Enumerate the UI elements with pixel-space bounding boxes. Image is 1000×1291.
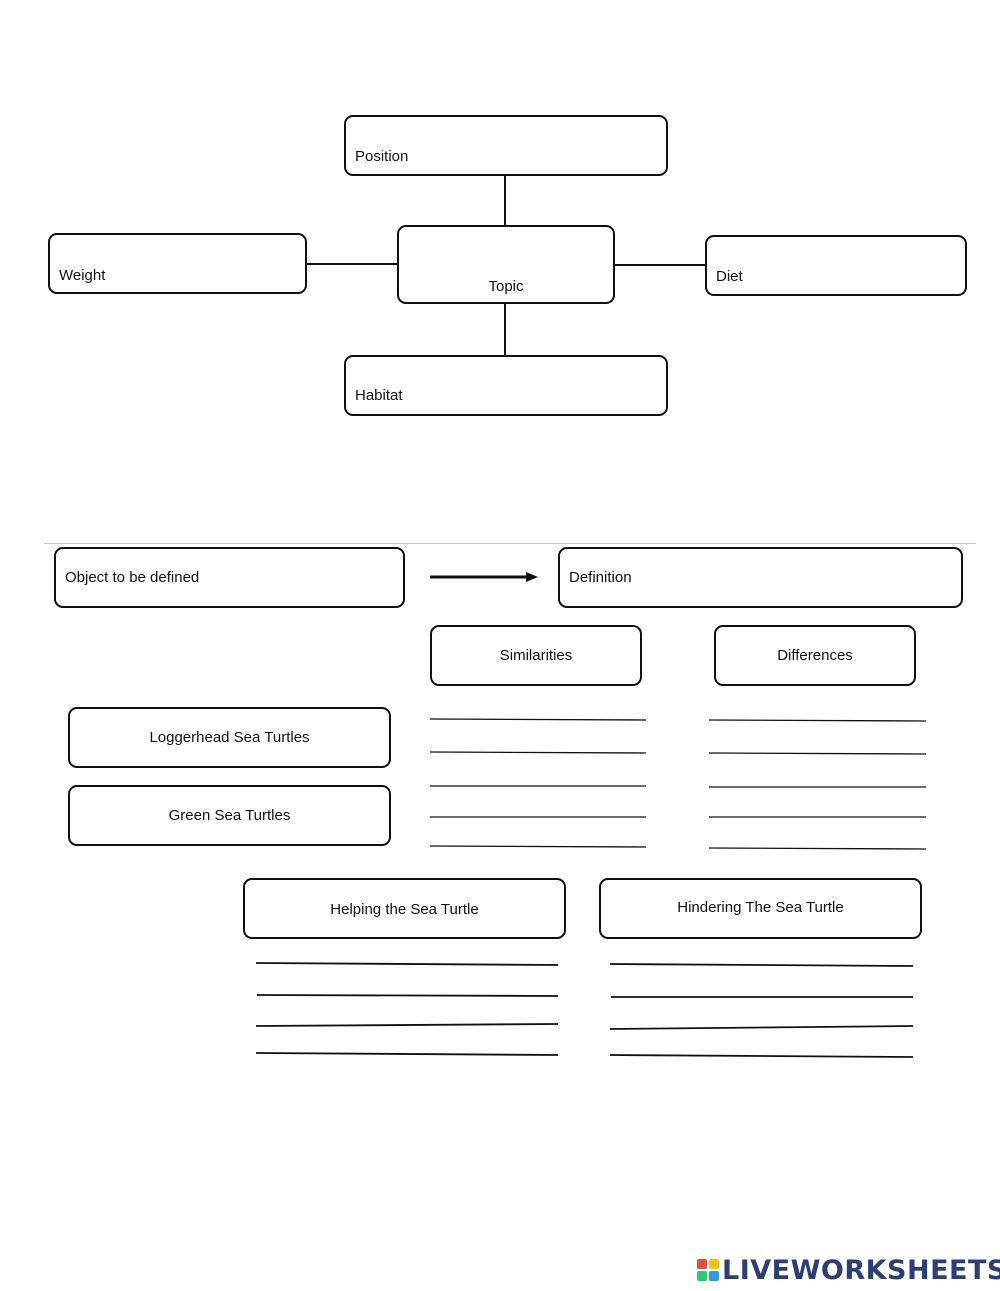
- differences-line: [708, 847, 927, 850]
- topic-label: Topic: [488, 278, 524, 295]
- connector-line: [504, 175, 506, 227]
- diet-label: Diet: [716, 268, 743, 285]
- habitat-box[interactable]: Habitat: [344, 355, 668, 416]
- helping-line: [255, 1023, 559, 1027]
- differences-label: Differences: [777, 647, 853, 664]
- position-label: Position: [355, 148, 409, 165]
- helping-label: Helping the Sea Turtle: [330, 901, 479, 918]
- hindering-label: Hindering The Sea Turtle: [677, 899, 844, 916]
- object-to-define-box[interactable]: Object to be defined: [54, 547, 405, 608]
- position-box[interactable]: Position: [344, 115, 668, 176]
- weight-box[interactable]: Weight: [48, 233, 307, 294]
- similarities-line: [429, 751, 647, 754]
- hindering-line: [609, 963, 914, 967]
- object-to-define-label: Object to be defined: [65, 569, 200, 586]
- hindering-line: [609, 1025, 914, 1030]
- logo-mark-icon: [697, 1259, 719, 1281]
- similarities-line: [429, 718, 647, 721]
- green-turtle-box[interactable]: Green Sea Turtles: [68, 785, 391, 846]
- differences-line: [708, 719, 927, 722]
- topic-box[interactable]: Topic: [397, 225, 615, 304]
- connector-line: [613, 264, 707, 266]
- weight-label: Weight: [59, 267, 106, 284]
- definition-label: Definition: [569, 569, 632, 586]
- definition-box[interactable]: Definition: [558, 547, 963, 608]
- hindering-line: [609, 1054, 914, 1058]
- differences-box[interactable]: Differences: [714, 625, 916, 686]
- green-turtle-label: Green Sea Turtles: [168, 807, 291, 824]
- similarities-line: [429, 845, 647, 848]
- section-divider: [44, 543, 976, 544]
- helping-line: [256, 994, 559, 997]
- connector-line: [504, 302, 506, 357]
- liveworksheets-logo: LIVEWORKSHEETS: [697, 1254, 1000, 1286]
- hindering-box[interactable]: Hindering The Sea Turtle: [599, 878, 922, 939]
- similarities-label: Similarities: [499, 647, 573, 664]
- logo-text: LIVEWORKSHEETS: [722, 1254, 1000, 1286]
- diet-box[interactable]: Diet: [705, 235, 967, 296]
- helping-box[interactable]: Helping the Sea Turtle: [243, 878, 566, 939]
- loggerhead-box[interactable]: Loggerhead Sea Turtles: [68, 707, 391, 768]
- connector-line: [306, 263, 399, 265]
- helping-line: [255, 1052, 559, 1056]
- habitat-label: Habitat: [355, 387, 403, 404]
- differences-line: [708, 752, 927, 755]
- similarities-box[interactable]: Similarities: [430, 625, 642, 686]
- loggerhead-label: Loggerhead Sea Turtles: [149, 729, 310, 746]
- helping-line: [255, 962, 559, 966]
